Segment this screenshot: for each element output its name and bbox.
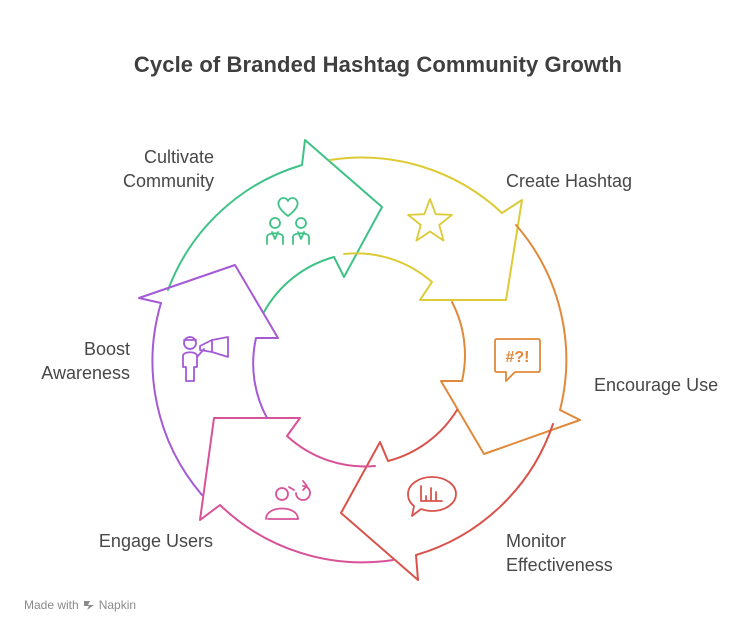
star-icon	[407, 198, 453, 242]
arrow-engage-users	[199, 417, 394, 564]
arrow-boost-awareness	[138, 264, 279, 496]
speech-bubble-symbols-icon: #?!	[494, 338, 541, 382]
label-monitor-effectiveness: Monitor Effectiveness	[506, 531, 613, 575]
label-cultivate-community: Cultivate Community	[122, 147, 214, 191]
arrow-monitor-effectiveness	[340, 409, 554, 581]
label-engage-users: Engage Users	[98, 531, 213, 551]
label-boost-awareness: Boost Awareness	[41, 339, 130, 383]
napkin-logo-icon	[83, 601, 94, 610]
footer-attribution: Made with Napkin	[24, 598, 136, 612]
speech-bubble-symbols: #?!	[506, 349, 530, 366]
engaging-people-icon	[265, 480, 311, 520]
megaphone-person-icon	[182, 336, 229, 382]
chart-bubble-icon	[407, 476, 457, 517]
arrow-encourage-use	[440, 224, 581, 455]
label-create-hashtag: Create Hashtag	[506, 171, 633, 191]
footer-brand: Napkin	[98, 598, 137, 612]
arrow-create-hashtag	[329, 156, 523, 301]
diagram-title: Cycle of Branded Hashtag Community Growt…	[133, 52, 623, 77]
community-heart-icon	[266, 197, 310, 245]
label-encourage-use: Encourage Use	[594, 375, 719, 395]
footer-prefix: Made with	[24, 598, 79, 612]
arrow-cultivate-community	[167, 139, 383, 313]
